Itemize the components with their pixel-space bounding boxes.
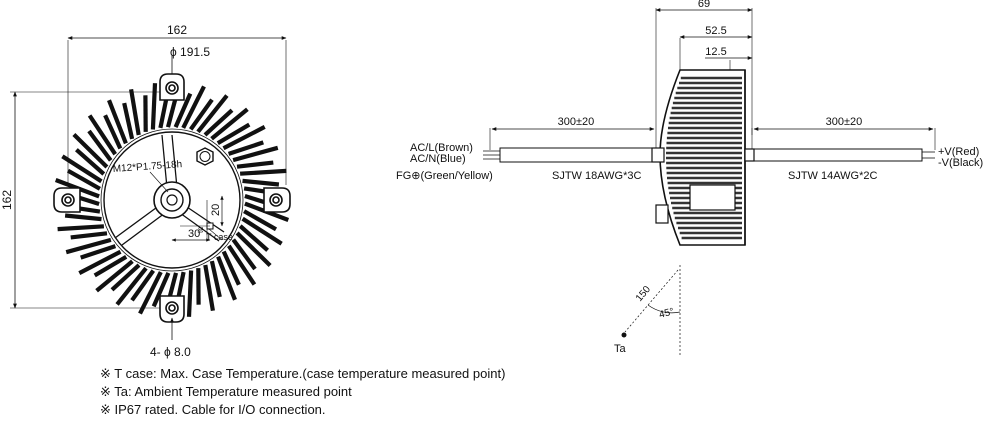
output-cable-length: 300±20 bbox=[826, 116, 863, 128]
front-view bbox=[10, 36, 291, 340]
note-ip67: ※ IP67 rated. Cable for I/O connection. bbox=[100, 402, 326, 417]
hole-label: 4- ϕ 8.0 bbox=[150, 345, 191, 359]
tc-label: tc bbox=[196, 227, 205, 233]
height-dimension: 162 bbox=[0, 190, 14, 210]
mounting-lug bbox=[53, 187, 81, 213]
dim-30: 30 bbox=[188, 228, 200, 240]
mechanical-drawing: 162 162 ϕ 191.5 M12*P1.75-18h 30 20 tc T… bbox=[0, 0, 983, 359]
output-cable-spec: SJTW 14AWG*2C bbox=[788, 170, 877, 182]
note-ta: ※ Ta: Ambient Temperature measured point bbox=[100, 384, 352, 399]
notes: ※ T case: Max. Case Temperature.(case te… bbox=[100, 365, 505, 419]
output-label-positive: +V(Red) bbox=[938, 146, 979, 158]
dim-69: 69 bbox=[698, 0, 710, 10]
input-cable-length: 300±20 bbox=[558, 116, 595, 128]
diameter-label: ϕ 191.5 bbox=[170, 45, 210, 59]
dim-20: 20 bbox=[210, 204, 222, 216]
tcase-label: T case bbox=[206, 232, 233, 242]
input-label-ac-l: AC/L(Brown) bbox=[410, 142, 473, 154]
dim-12-5: 12.5 bbox=[705, 46, 726, 58]
width-dimension: 162 bbox=[167, 23, 187, 37]
input-cable-spec: SJTW 18AWG*3C bbox=[552, 170, 641, 182]
side-view bbox=[483, 8, 936, 355]
mounting-lug bbox=[159, 73, 185, 101]
thread-label: M12*P1.75-18h bbox=[112, 159, 182, 175]
mounting-lug bbox=[159, 295, 185, 323]
ta-label: Ta bbox=[614, 343, 627, 355]
dim-150: 150 bbox=[634, 284, 653, 304]
angle-45: 45° bbox=[658, 306, 675, 321]
heatsink-fins bbox=[53, 81, 291, 319]
mounting-lug bbox=[263, 187, 291, 213]
dim-52-5: 52.5 bbox=[705, 25, 726, 37]
input-label-fg: FG⊕(Green/Yellow) bbox=[396, 170, 493, 182]
output-label-negative: -V(Black) bbox=[938, 157, 983, 169]
note-tcase: ※ T case: Max. Case Temperature.(case te… bbox=[100, 366, 506, 381]
input-label-ac-n: AC/N(Blue) bbox=[410, 153, 466, 165]
